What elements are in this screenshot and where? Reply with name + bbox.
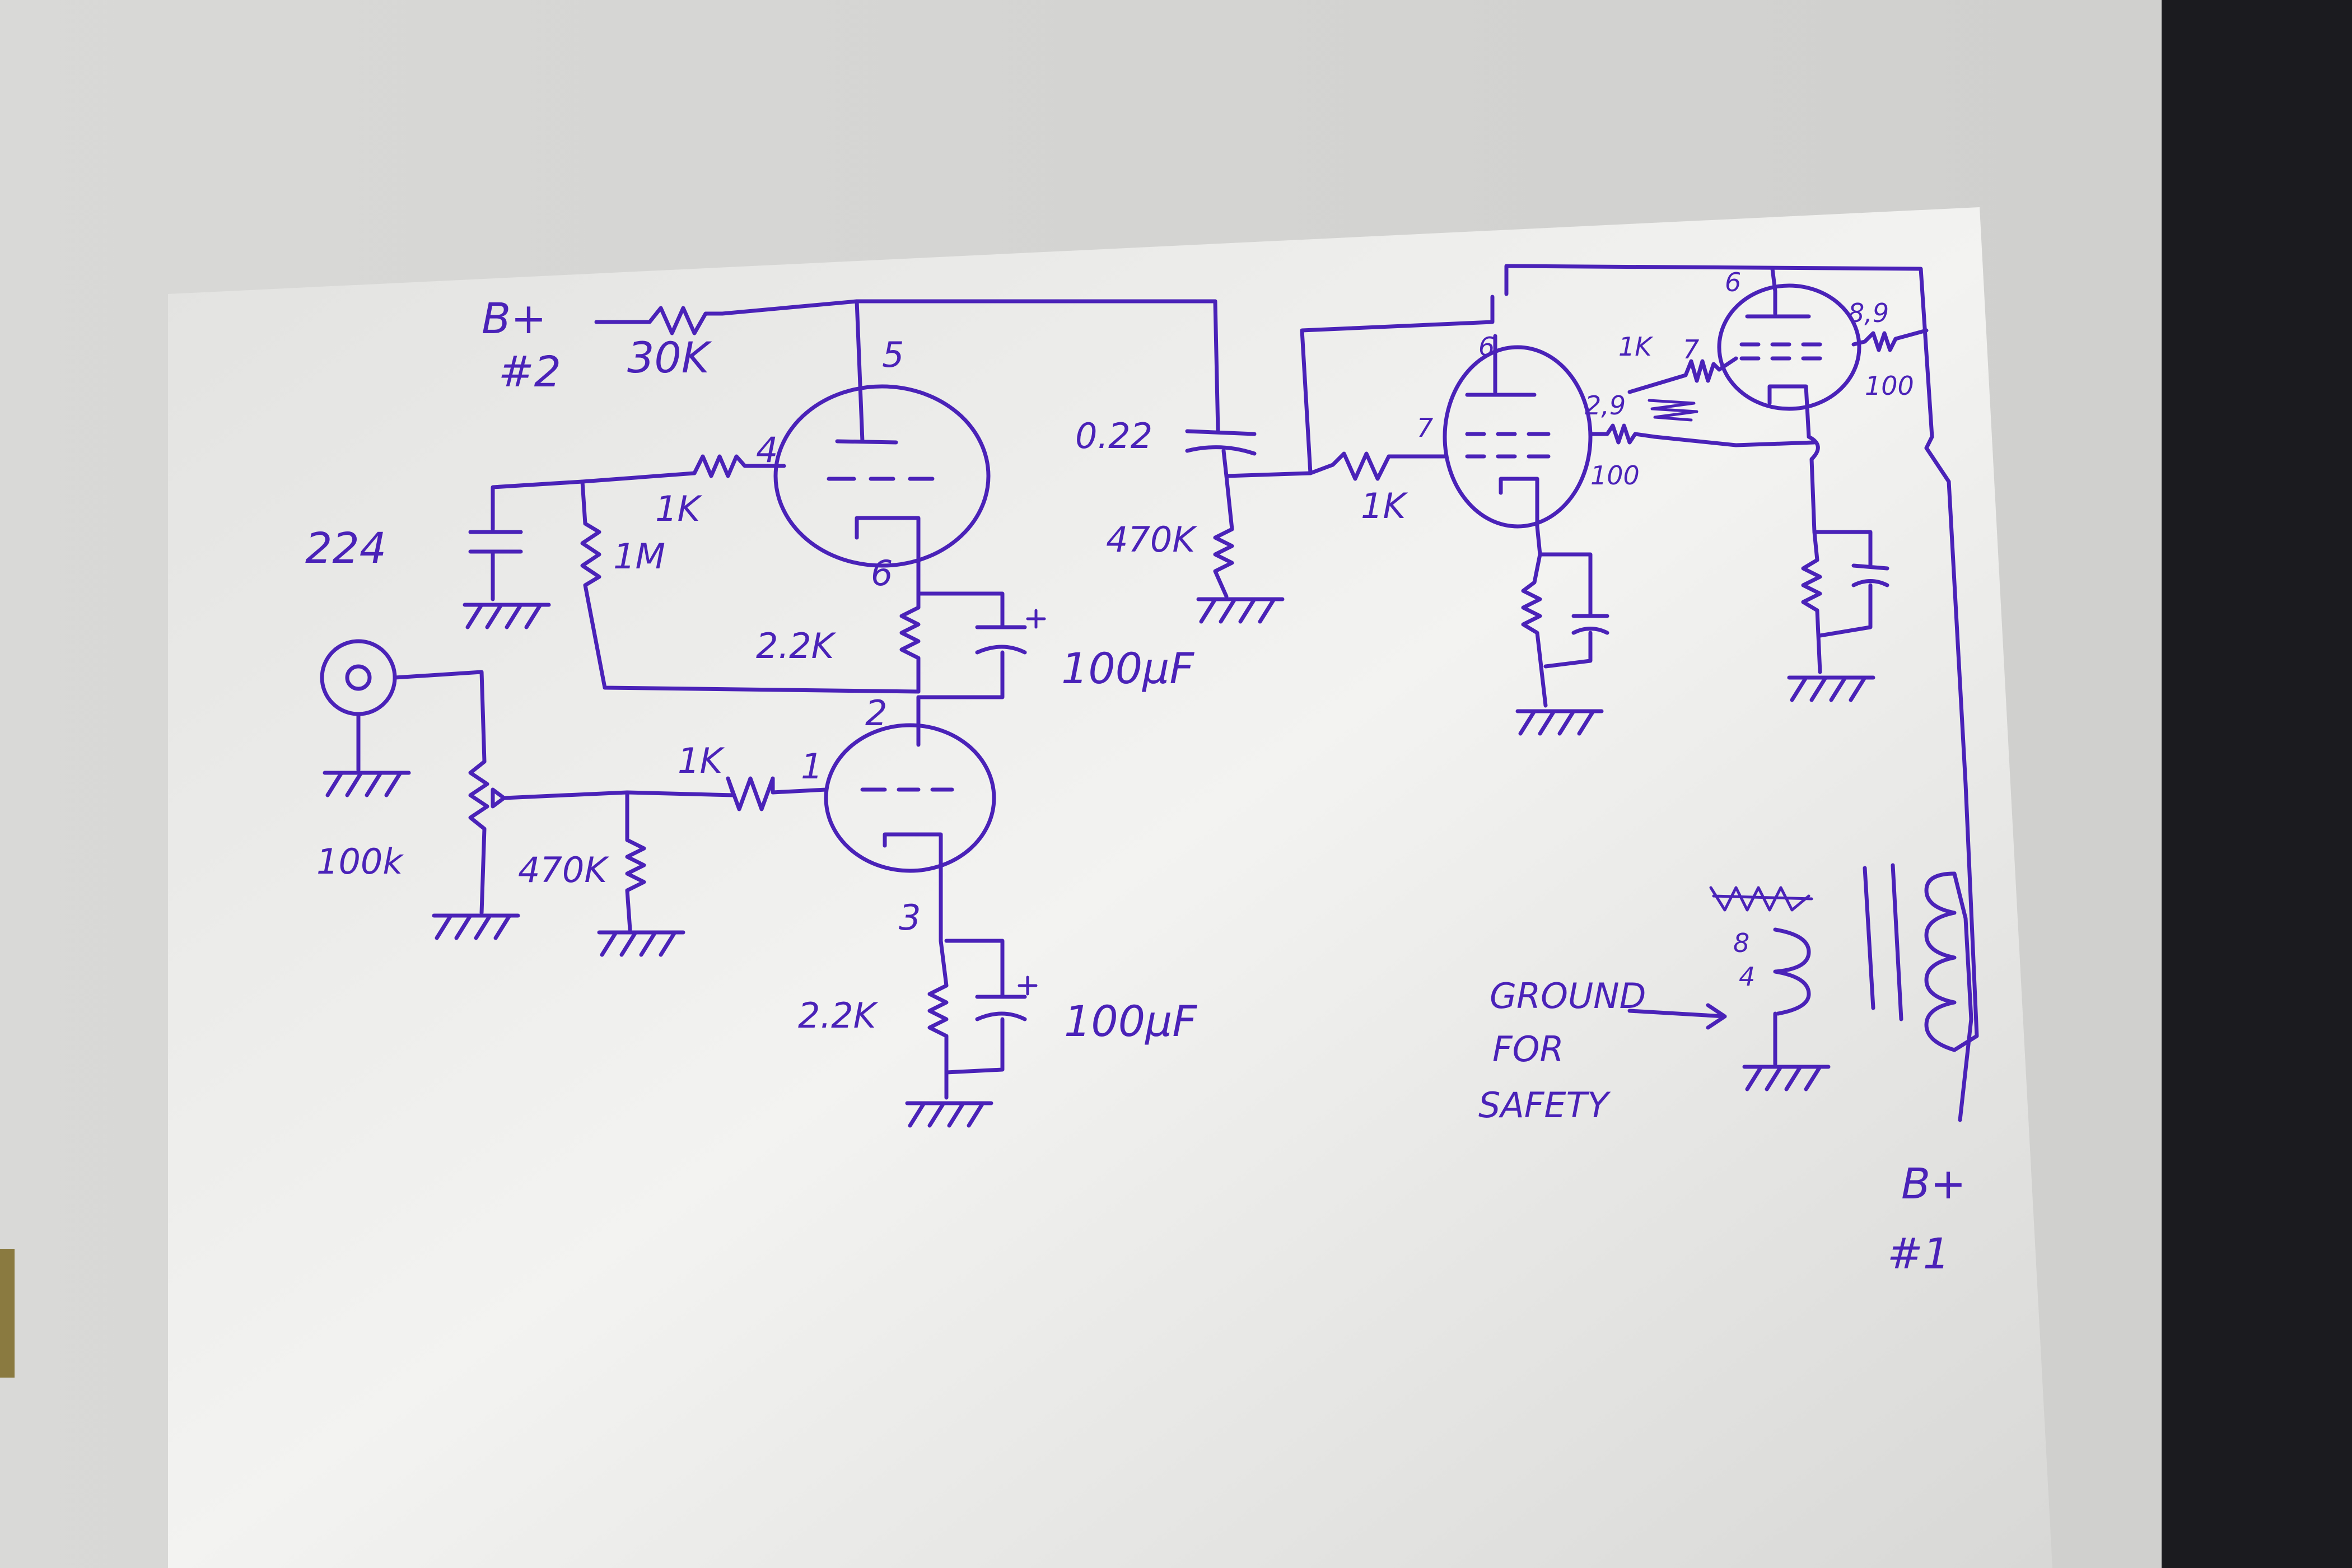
paper-sheet: [168, 207, 2052, 1568]
pin6-label: 6: [871, 553, 893, 594]
pin1-label: 1: [801, 746, 823, 787]
r-470k-input-label: 470K: [518, 850, 609, 890]
pot-100k: [468, 759, 489, 915]
bplus2-label: B+: [482, 293, 547, 343]
r-2-2k-top: [899, 591, 921, 694]
c-100uf-bottom: [944, 939, 1027, 1075]
triode-upper-plate: [835, 299, 898, 445]
ground-arrow: [1627, 1003, 1727, 1030]
pin2-9-out1-label: 2,9: [1585, 390, 1626, 421]
r-1k-input: [726, 776, 828, 811]
c-100uf-top: [916, 591, 1027, 699]
edge-object: [0, 1249, 15, 1378]
r-1m-label: 1M: [613, 536, 665, 577]
pentode-left-plate: [1465, 334, 1537, 397]
bplus1-label: B+: [1901, 1159, 1966, 1208]
feedback-loop-left: [1300, 295, 1495, 475]
r-1k-grid-out1-label: 1K: [1361, 486, 1408, 526]
c-100uf-top-label: 100µF: [1061, 643, 1194, 693]
pin2-label: 2: [865, 693, 887, 734]
pentode-left-cathode-net: [1521, 552, 1609, 708]
ground-note-line2: FOR: [1492, 1029, 1564, 1070]
scribble-out1: [1648, 399, 1698, 422]
c-100uf-bottom-label: 100µF: [1064, 996, 1197, 1046]
r-2-2k-top-label: 2.2K: [756, 626, 837, 666]
pentode-left-grids: [1465, 432, 1551, 459]
pin7-out1-label: 7: [1417, 413, 1433, 443]
triode-upper-cathode: [855, 516, 921, 596]
transformer-secondary: [1773, 927, 1811, 1016]
pin6-out1-label: 6: [1478, 332, 1495, 362]
pentode-left: [1443, 345, 1593, 529]
r-100-out2: [1851, 328, 1929, 352]
r-470k-input: [625, 790, 646, 932]
r-100-out2-label: 100: [1865, 371, 1914, 401]
triode-lower: [824, 723, 996, 873]
grid-wire: [491, 454, 786, 531]
c-100uf-bottom-plus: [1018, 976, 1038, 996]
input-jack-ground: [356, 670, 487, 772]
bplus2-wire: [594, 299, 1217, 335]
pin7-out2-label: 7: [1683, 334, 1699, 365]
r-470k-coupling-label: 470K: [1106, 519, 1197, 560]
pin6-out2-label: 6: [1725, 267, 1741, 297]
c-100uf-top-plus: [1026, 609, 1046, 629]
secondary-scribble: [1709, 886, 1813, 912]
r-1m: [580, 479, 921, 694]
r-1k-grid-out2-label: 1K: [1618, 332, 1654, 362]
input-jack-inner: [345, 664, 372, 691]
coupling-wire: [1185, 299, 1257, 599]
r-2-2k-bottom-label: 2.2K: [798, 995, 879, 1036]
r-100-out1-label: 100: [1590, 460, 1640, 491]
pentode-right-cathode: [1767, 384, 1820, 534]
r-1k-grid-out2: [1627, 356, 1738, 394]
c-224-label: 224: [305, 523, 386, 573]
dark-edge: [2162, 0, 2352, 1568]
r-1k-input-label: 1K: [678, 740, 725, 781]
c-224: [468, 530, 523, 601]
transformer-core: [1863, 863, 1903, 1021]
output-grid-wire: [1224, 451, 1447, 481]
pin4-label: 4: [756, 430, 778, 470]
pin3-label: 3: [899, 897, 921, 938]
pin8-9-out2-label: 8,9: [1848, 298, 1889, 328]
pin4-trans-label: 4: [1739, 962, 1755, 992]
pentode-right-grids: [1739, 342, 1822, 361]
pot-100k-label: 100k: [316, 841, 404, 882]
pentode-right-cathode-net: [1801, 530, 1889, 674]
transformer-primary: [1924, 871, 1973, 1122]
r-100-out1: [1588, 423, 1817, 447]
pentode-right-plate: [1745, 289, 1811, 319]
top-bus: [1504, 264, 1934, 450]
pentode-right: [1717, 283, 1861, 411]
triode-lower-cathode: [883, 832, 943, 943]
r-1k-grid-label: 1K: [655, 488, 702, 529]
pin8-trans-label: 8: [1733, 928, 1749, 958]
bplus1-num-label: #1: [1887, 1229, 1950, 1278]
pentode-left-cathode: [1499, 477, 1542, 557]
c-0-22-label: 0.22: [1075, 416, 1152, 456]
bplus2-num-label: #2: [498, 347, 561, 396]
r-30k-label: 30K: [627, 333, 712, 382]
ground-note-line3: SAFETY: [1478, 1085, 1611, 1126]
r-2-2k-bottom: [927, 939, 949, 1100]
pin5-label: 5: [882, 334, 904, 375]
ground-note-line1: GROUND: [1490, 976, 1646, 1016]
triode-upper: [773, 384, 991, 568]
